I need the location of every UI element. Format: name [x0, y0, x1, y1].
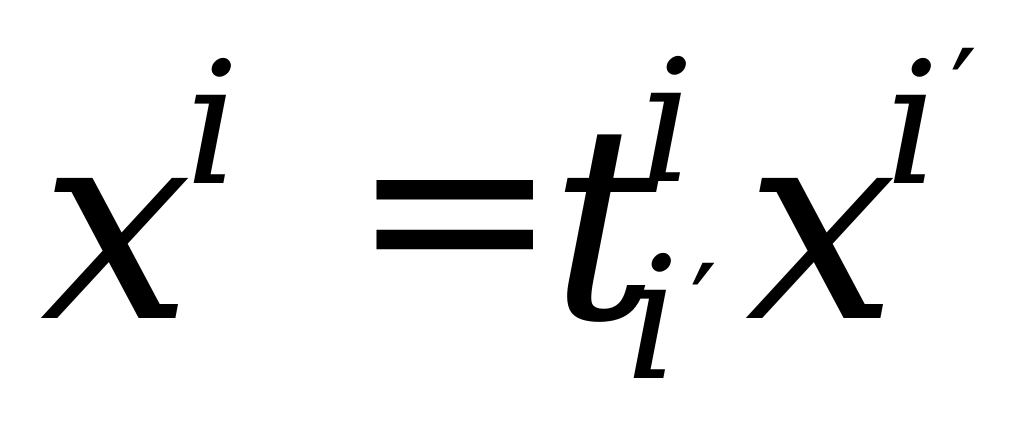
coefficient-subscript-i: i: [625, 221, 680, 419]
rhs-superscript-i: i: [885, 26, 940, 224]
equals-sign: =: [350, 61, 560, 352]
lhs-variable-x: x: [40, 67, 193, 382]
rhs-superscript-prime: ′: [950, 25, 978, 164]
rhs-variable-x: x: [745, 67, 898, 382]
coefficient-subscript-prime: ′: [690, 240, 718, 379]
coefficient-t: t: [550, 67, 659, 382]
lhs-superscript-i: i: [185, 26, 240, 224]
coefficient-superscript-i: i: [640, 24, 695, 222]
